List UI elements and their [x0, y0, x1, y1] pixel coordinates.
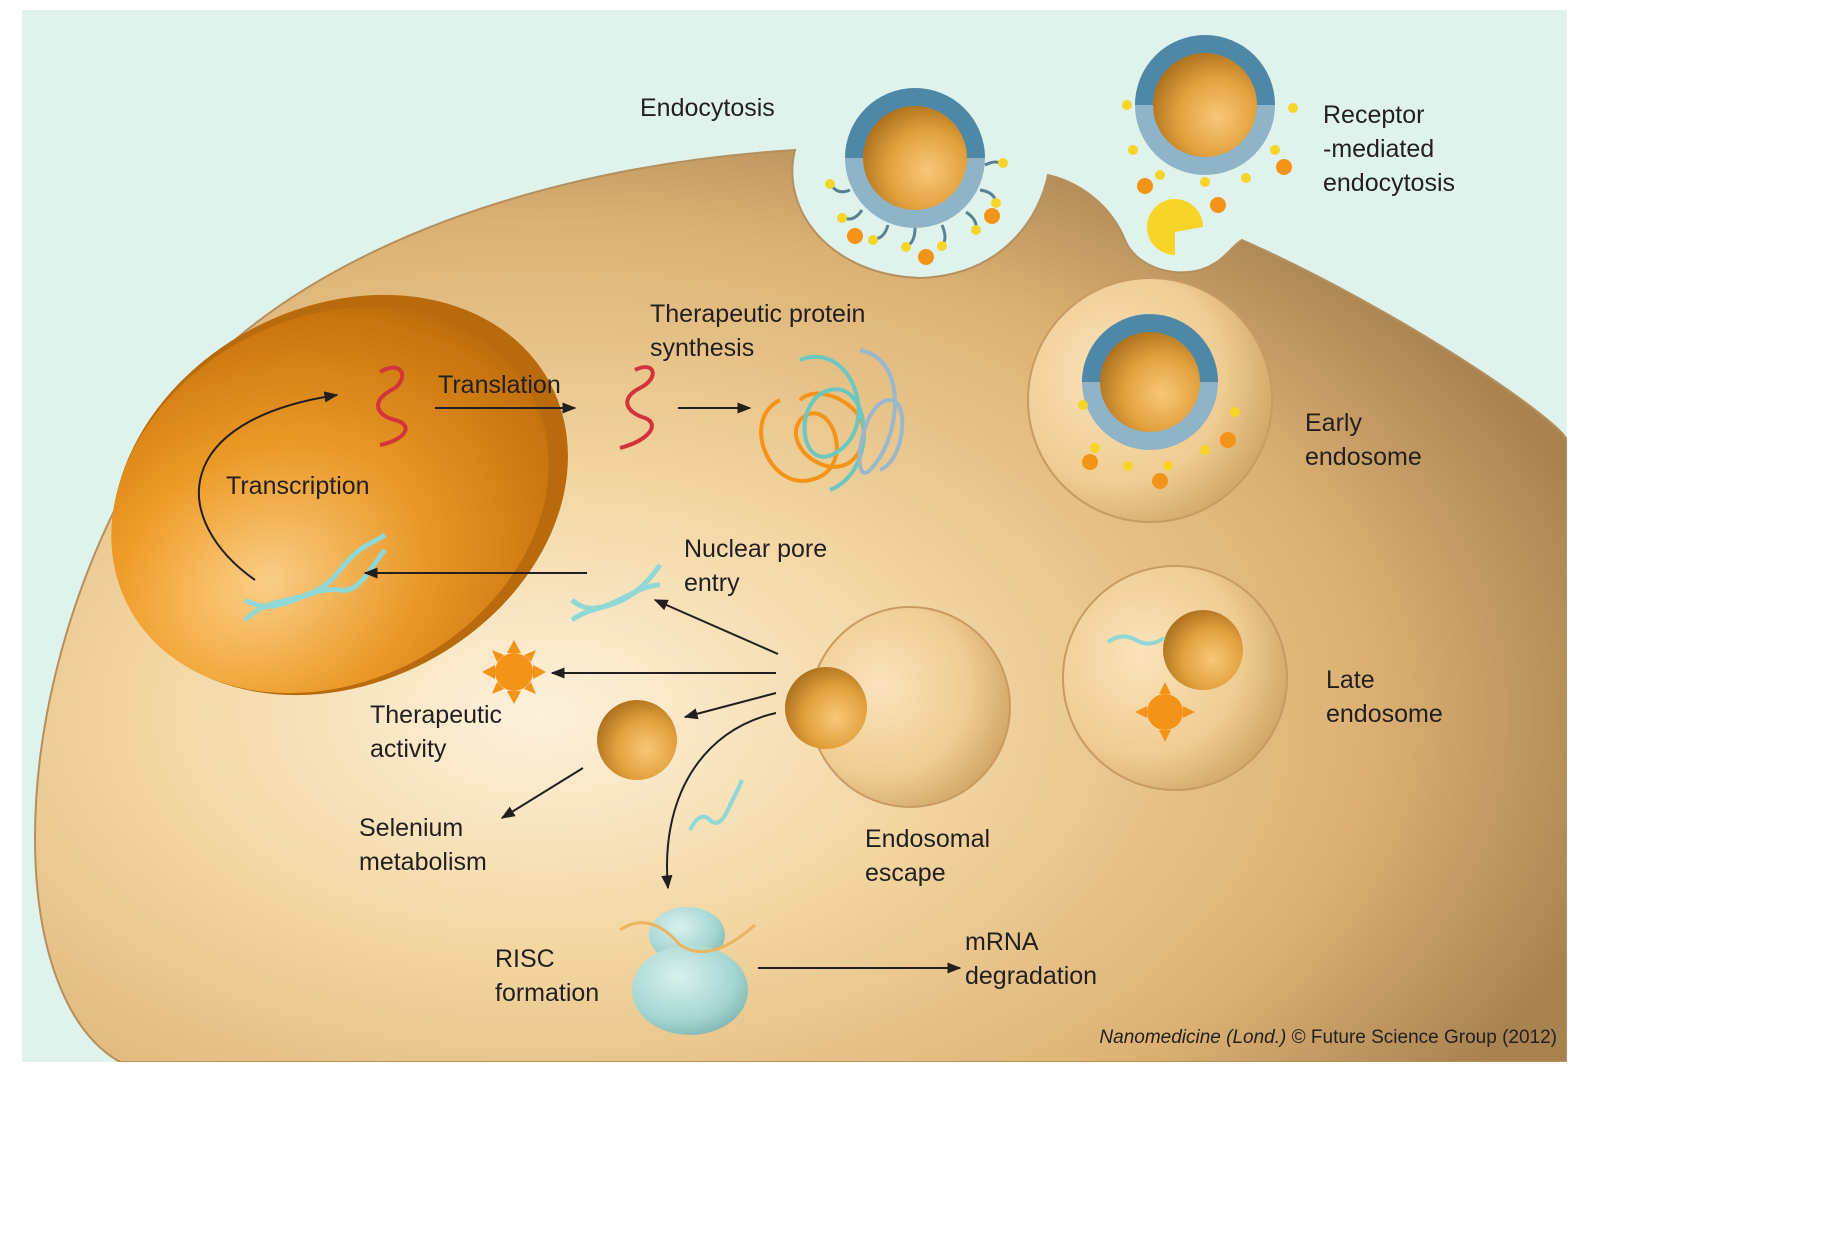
- label-nuclear-pore-entry: Nuclear pore entry: [684, 532, 827, 600]
- label-endocytosis: Endocytosis: [640, 94, 775, 122]
- credit-text: © Future Science Group (2012): [1291, 1027, 1557, 1048]
- sun-icon: [1135, 682, 1195, 742]
- label-receptor-line1: Receptor: [1323, 101, 1425, 129]
- nuclear-pore-arrow: [653, 599, 779, 655]
- label-nuclear-line2: entry: [684, 569, 740, 597]
- protein-tangle-icon: [759, 348, 905, 492]
- label-receptor-mediated-endocytosis: Receptor -mediated endocytosis: [1323, 98, 1455, 200]
- sirna-icon: [688, 779, 744, 831]
- nuclear-dna-icon: [243, 532, 387, 622]
- label-early-line1: Early: [1305, 409, 1362, 437]
- label-selenium-line2: metabolism: [359, 848, 487, 876]
- label-risc-line1: RISC: [495, 945, 555, 973]
- label-selenium-line1: Selenium: [359, 814, 464, 842]
- cytoplasm-dna-icon: [570, 563, 663, 623]
- label-early-line2: endosome: [1305, 443, 1422, 471]
- late-endosome: [1062, 565, 1288, 791]
- label-late-line2: endosome: [1326, 700, 1443, 728]
- cell-uptake-diagram: [22, 10, 1567, 1062]
- escape-vesicle: [785, 606, 1011, 808]
- release-arrow: [683, 692, 777, 720]
- receptor-nanoparticle: [1122, 35, 1298, 265]
- label-risc-line2: formation: [495, 979, 600, 1007]
- label-therapeutic-line1: Therapeutic: [370, 701, 503, 729]
- label-mrna-line1: mRNA: [965, 928, 1039, 956]
- risc-complex: [619, 907, 756, 1035]
- label-endosomal-escape: Endosomal escape: [865, 822, 990, 890]
- label-therapeutic-activity: Therapeutic activity: [370, 698, 502, 766]
- label-escape-line1: Endosomal: [865, 825, 991, 853]
- label-protein-line1: Therapeutic protein: [650, 300, 866, 328]
- selenium-arrow: [500, 767, 584, 819]
- label-mrna-line2: degradation: [965, 962, 1098, 990]
- mrna-icon-cytoplasm: [619, 365, 655, 450]
- label-nuclear-line1: Nuclear pore: [684, 535, 828, 563]
- nucleus: [111, 294, 568, 696]
- early-endosome: [1027, 277, 1273, 523]
- label-mrna-degradation: mRNA degradation: [965, 925, 1097, 993]
- label-protein-synthesis: Therapeutic protein synthesis: [650, 297, 865, 365]
- therapeutic-sun-icon: [482, 640, 546, 704]
- label-escape-line2: escape: [865, 859, 946, 887]
- endocytosis-nanoparticle: [800, 88, 1040, 270]
- credit-journal: Nanomedicine (Lond.): [1099, 1027, 1287, 1048]
- free-nanoparticle: [597, 700, 677, 780]
- label-late-line1: Late: [1326, 666, 1375, 694]
- label-risc-formation: RISC formation: [495, 942, 599, 1010]
- label-receptor-line3: endocytosis: [1323, 169, 1456, 197]
- label-therapeutic-line2: activity: [370, 735, 447, 763]
- transcription-arrow: [198, 391, 339, 581]
- label-transcription: Transcription: [226, 472, 370, 500]
- label-protein-line2: synthesis: [650, 334, 755, 362]
- receptor-icon: [1147, 199, 1203, 255]
- risc-arrow: [661, 712, 777, 890]
- arrows: [198, 391, 962, 974]
- mrna-icon-nucleus: [376, 365, 408, 447]
- label-early-endosome: Early endosome: [1305, 406, 1422, 474]
- label-selenium-metabolism: Selenium metabolism: [359, 811, 487, 879]
- label-late-endosome: Late endosome: [1326, 663, 1443, 731]
- label-translation: Translation: [438, 371, 561, 399]
- label-receptor-line2: -mediated: [1323, 135, 1435, 163]
- copyright-credit: Nanomedicine (Lond.) © Future Science Gr…: [1099, 1027, 1557, 1049]
- dna-icon: [1106, 634, 1166, 646]
